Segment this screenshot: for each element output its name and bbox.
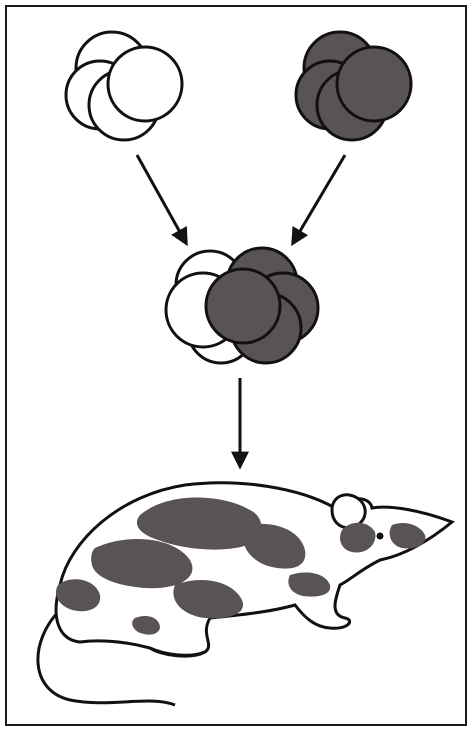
mouse-eye xyxy=(377,533,384,540)
